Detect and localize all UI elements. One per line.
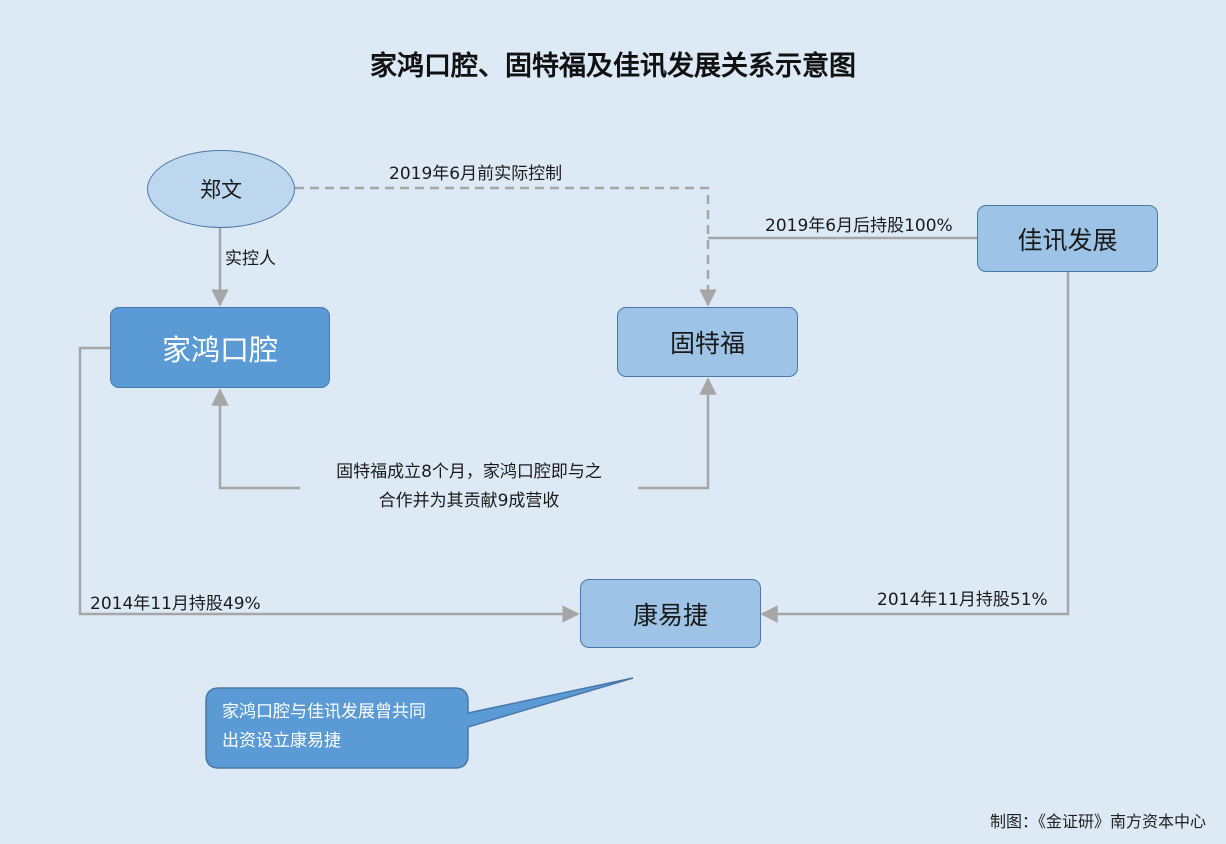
diagram-title: 家鸿口腔、固特福及佳讯发展关系示意图	[370, 51, 856, 82]
label-cooperation: 固特福成立8个月，家鸿口腔即与之 合作并为其贡献9成营收	[300, 458, 638, 516]
node-zhengwen: 郑文	[147, 150, 295, 228]
label-after-2019: 2019年6月后持股100%	[765, 216, 953, 236]
node-gutefu: 固特福	[617, 307, 798, 377]
label-cooperation-line2: 合作并为其贡献9成营收	[378, 491, 560, 511]
label-stake-51: 2014年11月持股51%	[877, 590, 1048, 610]
node-kangyijie: 康易捷	[580, 579, 761, 648]
callout-text: 家鸿口腔与佳讯发展曾共同 出资设立康易捷	[222, 698, 458, 756]
edge-cooperation-left	[211, 388, 300, 490]
edge-stake-51	[760, 272, 1070, 623]
label-cooperation-line1: 固特福成立8个月，家鸿口腔即与之	[336, 462, 602, 482]
label-before-2019: 2019年6月前实际控制	[389, 164, 563, 184]
callout-line2: 出资设立康易捷	[222, 731, 341, 751]
edge-cooperation-right	[638, 377, 717, 490]
label-actual-controller: 实控人	[225, 249, 276, 269]
callout-bubble	[205, 677, 634, 769]
node-jiaxun: 佳讯发展	[977, 205, 1158, 272]
callout-line1: 家鸿口腔与佳讯发展曾共同	[222, 702, 426, 722]
edge-before-2019	[295, 186, 717, 307]
node-jiahong-dental: 家鸿口腔	[110, 307, 330, 388]
label-stake-49: 2014年11月持股49%	[90, 594, 261, 614]
edge-stake-49	[78, 346, 580, 623]
source-credit: 制图：《金证研》南方资本中心	[989, 812, 1206, 831]
